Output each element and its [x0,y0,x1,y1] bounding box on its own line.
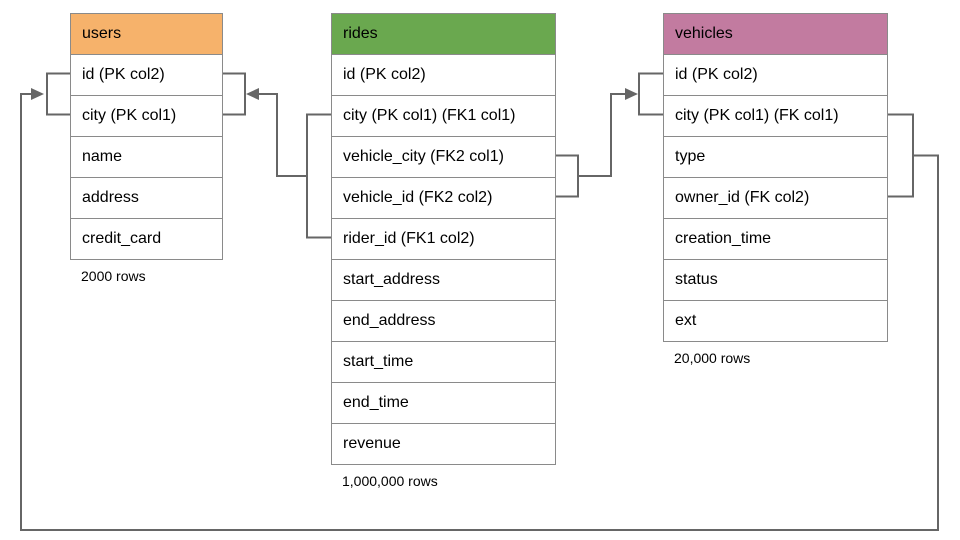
table-row: owner_id (FK col2) [664,177,887,218]
users-right-bracket [222,72,246,116]
table-box-rides: rides id (PK col2) city (PK col1) (FK1 c… [331,13,556,465]
table-header-rides: rides [332,14,555,54]
row-count-caption-vehicles: 20,000 rows [674,350,751,366]
vehicles-right-bracket [888,113,914,198]
connector-rides-to-users [222,72,331,239]
row-count-caption-rides: 1,000,000 rows [342,473,438,489]
rides-left-bracket [306,113,331,239]
table-row: ext [664,300,887,341]
table-box-vehicles: vehicles id (PK col2) city (PK col1) (FK… [663,13,888,342]
table-header-users: users [71,14,222,54]
arrowhead-right-icon [625,88,638,100]
table-row: credit_card [71,218,222,259]
table-row: vehicle_city (FK2 col1) [332,136,555,177]
connector-vehicles-to-users [20,72,939,531]
arrowhead-left-icon [246,88,259,100]
arrowhead-right-icon [31,88,44,100]
connector-line [250,93,307,177]
rides-right-bracket [555,154,579,198]
table-row: address [71,177,222,218]
table-row: id (PK col2) [71,54,222,95]
table-row: city (PK col1) [71,95,222,136]
table-row: id (PK col2) [664,54,887,95]
users-left-bracket [46,72,70,116]
table-row: rider_id (FK1 col2) [332,218,555,259]
table-row: name [71,136,222,177]
table-row: start_time [332,341,555,382]
connector-line [20,93,939,531]
table-row: end_address [332,300,555,341]
table-vehicles: vehicles id (PK col2) city (PK col1) (FK… [663,13,888,366]
table-box-users: users id (PK col2) city (PK col1) name a… [70,13,223,260]
table-row: status [664,259,887,300]
table-row: vehicle_id (FK2 col2) [332,177,555,218]
table-row: city (PK col1) (FK1 col1) [332,95,555,136]
table-users: users id (PK col2) city (PK col1) name a… [70,13,223,284]
table-row: start_address [332,259,555,300]
table-row: end_time [332,382,555,423]
table-row: city (PK col1) (FK col1) [664,95,887,136]
vehicles-left-bracket [638,72,663,116]
table-row: type [664,136,887,177]
table-rides: rides id (PK col2) city (PK col1) (FK1 c… [331,13,556,489]
table-row: creation_time [664,218,887,259]
connector-line [578,93,633,177]
table-header-vehicles: vehicles [664,14,887,54]
table-row: revenue [332,423,555,464]
row-count-caption-users: 2000 rows [81,268,146,284]
connector-rides-to-vehicles [555,72,663,198]
table-row: id (PK col2) [332,54,555,95]
